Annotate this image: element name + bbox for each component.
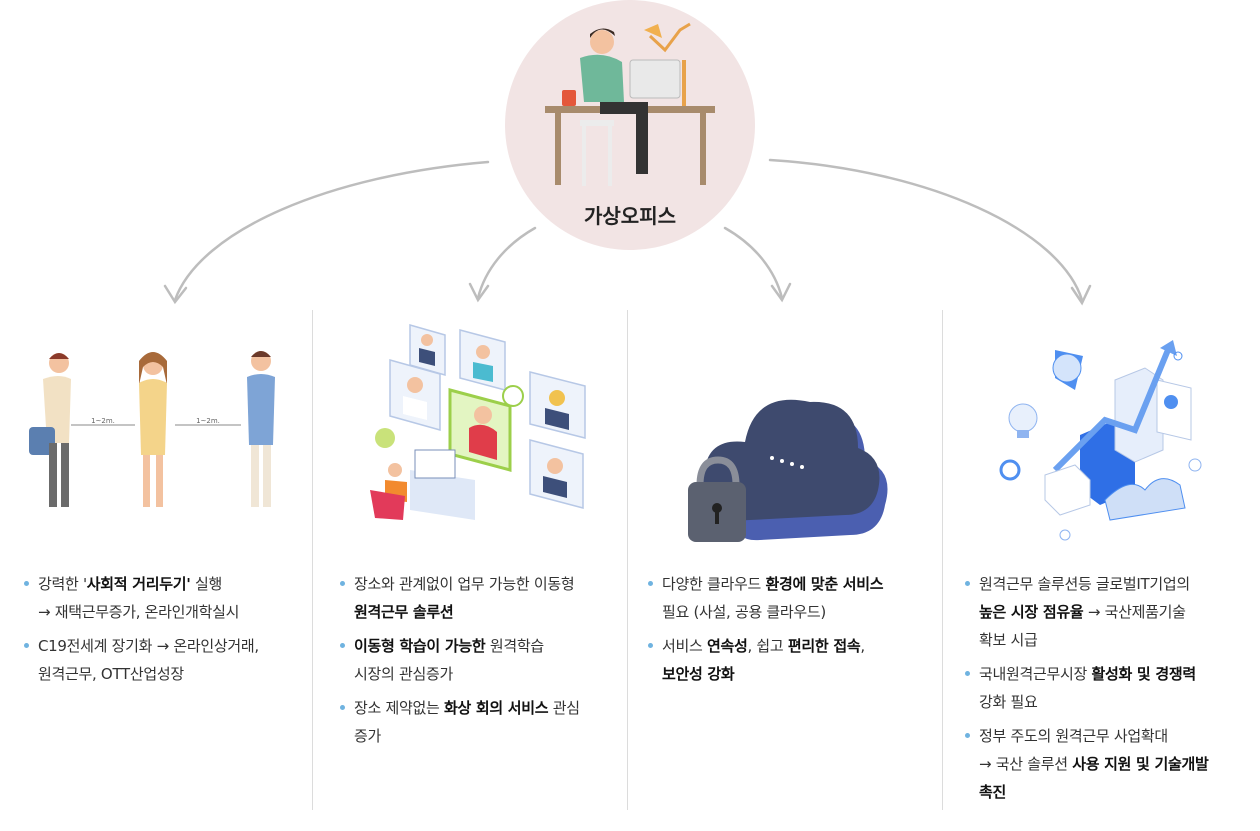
- social-distancing-illustration: 1~2m. 1~2m.: [29, 351, 275, 507]
- distance-label: 1~2m.: [91, 417, 115, 425]
- bullet-text: 시장의 관심증가: [354, 665, 453, 683]
- bullet-text: 원격근무, OTT산업성장: [38, 665, 184, 683]
- bullet-emphasis: 이동형 학습이 가능한: [354, 637, 486, 655]
- bullet-text: 국내원격근무시장: [979, 665, 1092, 683]
- bullet-item: C19전세계 장기화 → 온라인상거래, 원격근무, OTT산업성장: [22, 632, 312, 688]
- column-divider: [627, 310, 628, 810]
- distance-label: 1~2m.: [196, 417, 220, 425]
- bullet-text: → 재택근무증가, 온라인개학실시: [38, 603, 240, 621]
- bullet-emphasis: 사회적 거리두기': [86, 575, 191, 593]
- bullet-text: 정부 주도의 원격근무 사업확대: [979, 727, 1168, 745]
- bullet-emphasis: 화상 회의 서비스: [443, 699, 549, 717]
- bullet-text: → 국산제품기술: [1083, 603, 1186, 621]
- bullet-text: 증가: [354, 727, 382, 745]
- column-social-distancing: 강력한 '사회적 거리두기' 실행 → 재택근무증가, 온라인개학실시 C19전세계…: [22, 570, 312, 694]
- market-growth-illustration: [999, 340, 1202, 541]
- cloud-security-illustration: [688, 399, 888, 542]
- bullet-text: 확보 시급: [979, 631, 1038, 649]
- bullet-dot-icon: [340, 705, 345, 710]
- bullet-dot-icon: [340, 581, 345, 586]
- bullet-text: 서비스: [662, 637, 707, 655]
- arrow-to-col1: [173, 160, 490, 302]
- video-conference-illustration: [370, 324, 586, 520]
- bullet-text: 다양한 클라우드: [662, 575, 766, 593]
- bullet-text: , 쉽고: [747, 637, 788, 655]
- hub-circle: [505, 0, 755, 250]
- bullet-text: 강화 필요: [979, 693, 1038, 711]
- bullet-text: 필요 (사설, 공용 클라우드): [662, 603, 826, 621]
- arrow-to-col3: [723, 226, 784, 300]
- bullet-dot-icon: [340, 643, 345, 648]
- bullet-dot-icon: [24, 643, 29, 648]
- column-divider: [942, 310, 943, 810]
- bullet-text: → 국산 솔루션: [979, 755, 1073, 773]
- bullet-emphasis: 촉진: [979, 783, 1007, 801]
- bullet-text: 원격학습: [485, 637, 544, 655]
- bullet-text: 관심: [548, 699, 580, 717]
- bullet-text: ,: [860, 637, 865, 655]
- bullet-emphasis: 사용 지원 및 기술개발: [1072, 755, 1209, 773]
- bullet-dot-icon: [648, 643, 653, 648]
- bullet-dot-icon: [24, 581, 29, 586]
- bullet-text: C19전세계 장기화 → 온라인상거래,: [38, 637, 259, 655]
- bullet-emphasis: 높은 시장 점유율: [979, 603, 1084, 621]
- bullet-emphasis: 편리한 접속: [787, 637, 861, 655]
- bullet-emphasis: 보안성 강화: [662, 665, 735, 683]
- bullet-emphasis: 환경에 맞춘 서비스: [765, 575, 884, 593]
- worker-at-desk-illustration: [545, 22, 715, 186]
- column-divider: [312, 310, 313, 810]
- hub-title: 가상오피스: [584, 204, 676, 228]
- bullet-dot-icon: [965, 671, 970, 676]
- bullet-dot-icon: [965, 733, 970, 738]
- bullet-emphasis: 원격근무 솔루션: [354, 603, 454, 621]
- arrow-to-col2: [476, 226, 537, 300]
- bullet-text: 실행: [190, 575, 222, 593]
- bullet-text: 장소 제약없는: [354, 699, 444, 717]
- arrow-to-col4: [768, 158, 1084, 302]
- bullet-text: 원격근무 솔루션등 글로벌IT기업의: [979, 575, 1190, 593]
- bullet-emphasis: 활성화 및 경쟁력: [1091, 665, 1196, 683]
- bullet-list: 강력한 '사회적 거리두기' 실행 → 재택근무증가, 온라인개학실시 C19전세계…: [22, 570, 312, 688]
- bullet-text: 강력한 ': [38, 575, 87, 593]
- bullet-item: 서비스 연속성, 쉽고 편리한 접속, 보안성 강화: [646, 632, 936, 688]
- bullet-text: 장소와 관계없이 업무 가능한 이동형: [354, 575, 575, 593]
- bullet-dot-icon: [648, 581, 653, 586]
- bullet-dot-icon: [965, 581, 970, 586]
- bullet-emphasis: 연속성: [706, 637, 748, 655]
- bullet-item: 강력한 '사회적 거리두기' 실행 → 재택근무증가, 온라인개학실시: [22, 570, 312, 626]
